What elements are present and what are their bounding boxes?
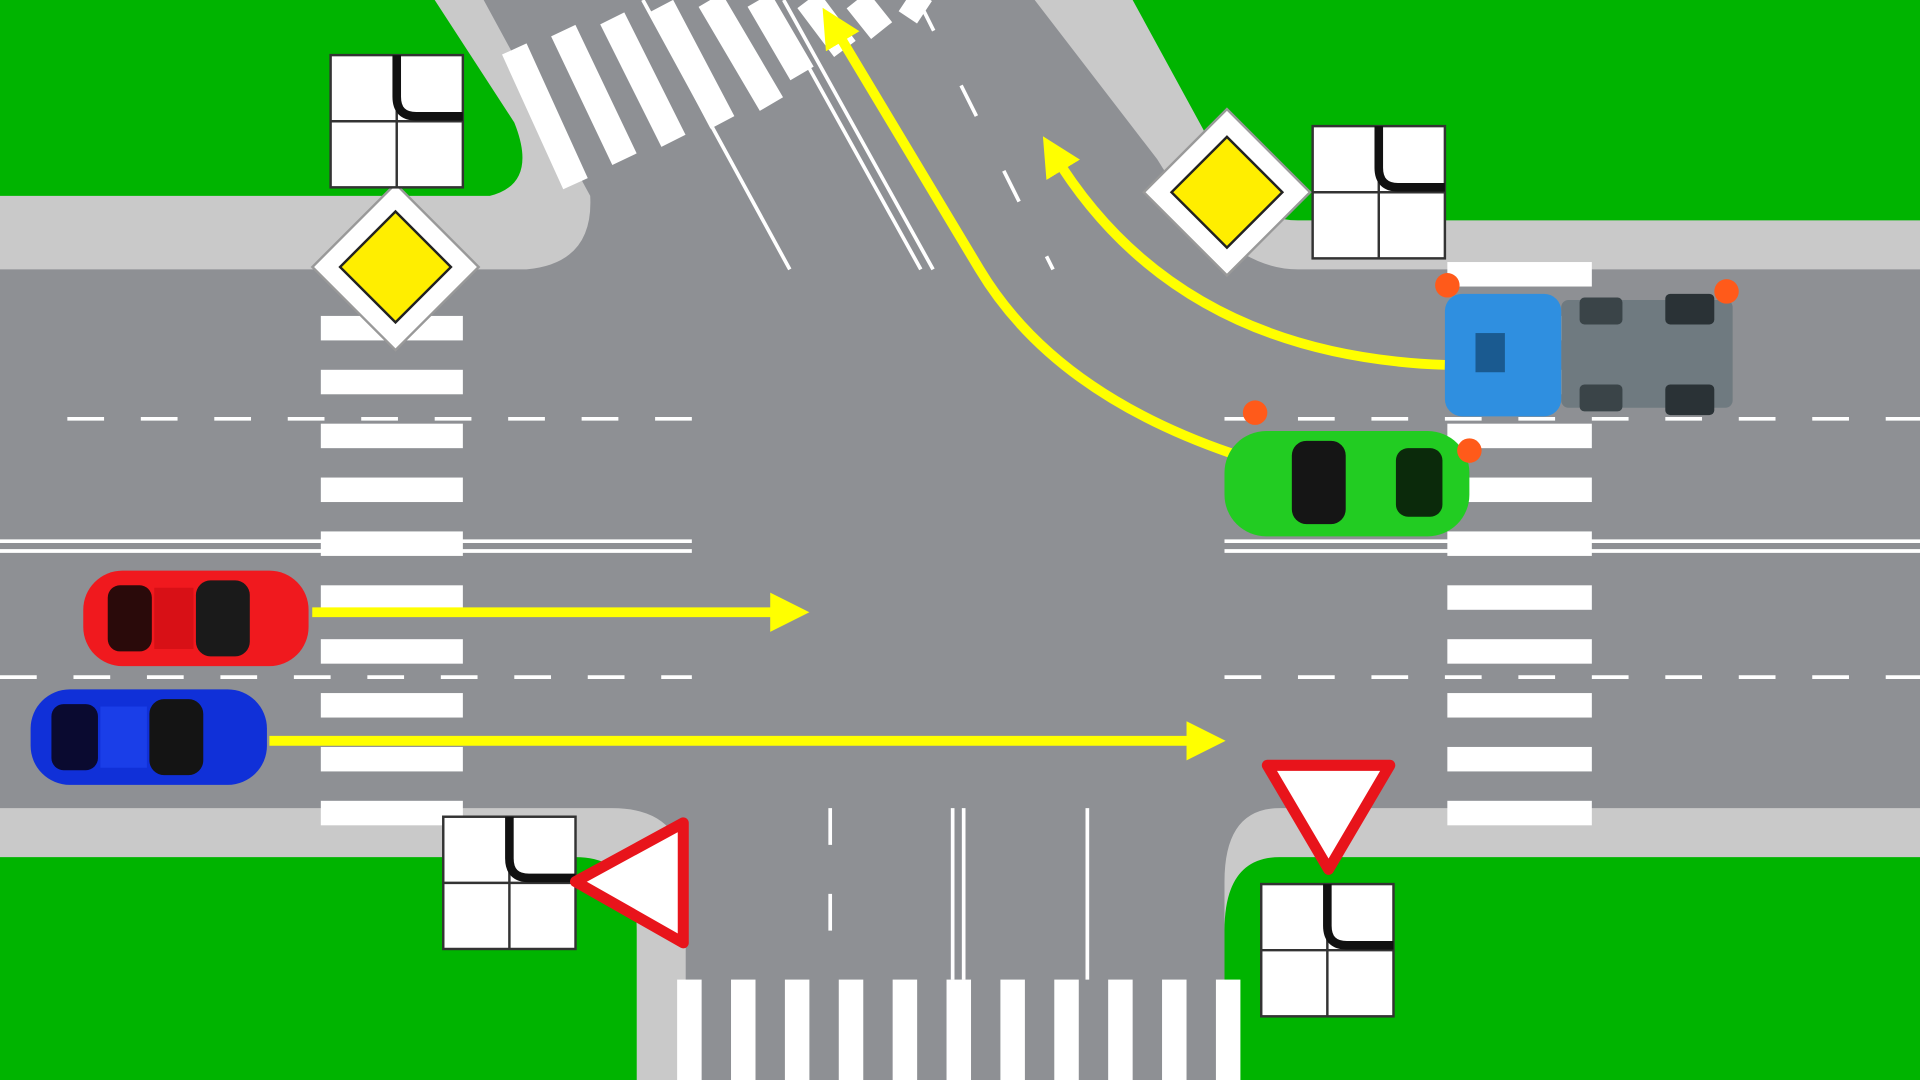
road-direction-plate bbox=[1311, 124, 1447, 260]
blue-car bbox=[30, 689, 267, 785]
turn-signal-icon bbox=[1457, 438, 1482, 463]
yield-sign bbox=[570, 817, 689, 949]
turn-signal-icon bbox=[1714, 279, 1739, 304]
crosswalk-west bbox=[320, 315, 463, 826]
blue-truck bbox=[1435, 273, 1739, 417]
turn-signal-icon bbox=[1242, 400, 1268, 425]
road-direction-plate bbox=[329, 53, 465, 189]
crosswalk-south bbox=[677, 979, 1241, 1080]
road-direction-plate bbox=[1260, 882, 1395, 1018]
truck-arrow bbox=[1042, 136, 1446, 370]
red-car bbox=[83, 570, 309, 667]
main-road-sign bbox=[1142, 107, 1312, 278]
movement-arrows bbox=[269, 7, 1446, 761]
road-direction-plate bbox=[442, 815, 577, 951]
main-road-sign bbox=[310, 182, 481, 352]
green-car-arrow bbox=[822, 7, 1233, 458]
turn-signal-icon bbox=[1435, 273, 1460, 298]
yield-sign bbox=[1261, 759, 1396, 875]
green-car bbox=[1224, 400, 1482, 537]
